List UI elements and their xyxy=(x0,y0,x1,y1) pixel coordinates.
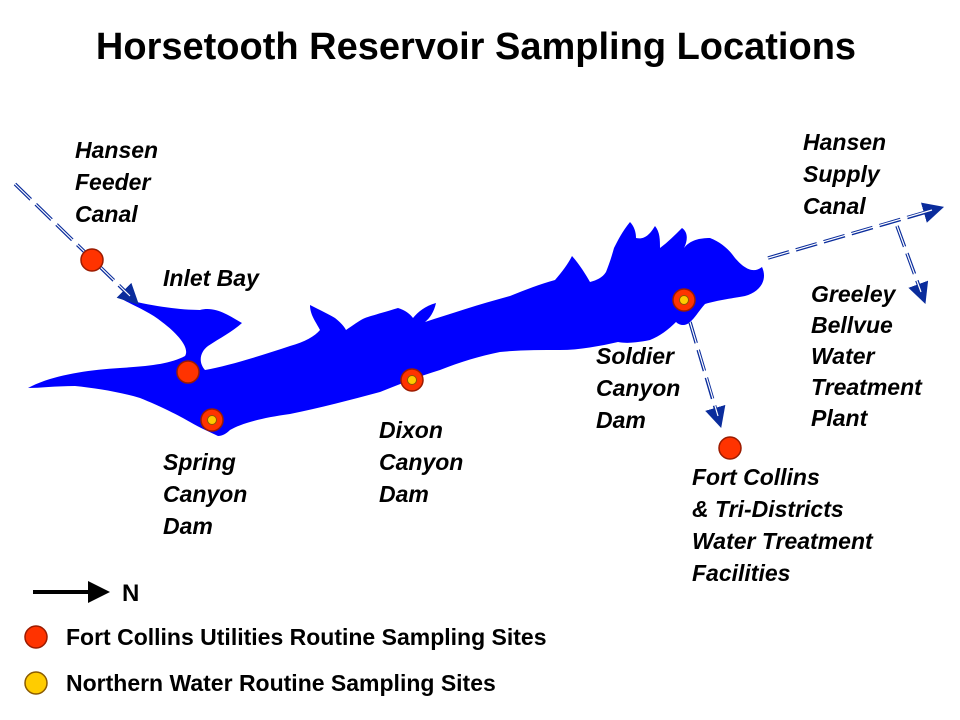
legend-fort-collins-swatch xyxy=(24,625,48,649)
reservoir-water xyxy=(28,222,765,436)
sampling-sites xyxy=(80,248,742,460)
fort-collins-facilities-label: Fort Collins & Tri-Districts Water Treat… xyxy=(692,464,879,586)
dixon-canyon-dam-label: Dixon Canyon Dam xyxy=(379,417,470,507)
legend-northern-water-swatch xyxy=(24,671,48,695)
north-label: N xyxy=(122,580,139,607)
legend: Fort Collins Utilities Routine Sampling … xyxy=(24,624,546,696)
soldier-canyon-dam-site[interactable] xyxy=(672,288,696,312)
greeley-bellvue-label: Greeley Bellvue Water Treatment Plant xyxy=(811,281,928,431)
hansen-feeder-canal-site[interactable] xyxy=(80,248,104,272)
hansen-supply-canal-label: Hansen Supply Canal xyxy=(803,129,892,219)
fort-collins-facilities-site[interactable] xyxy=(718,436,742,460)
legend-fort-collins-text: Fort Collins Utilities Routine Sampling … xyxy=(66,624,546,650)
spring-canyon-dam-label: Spring Canyon Dam xyxy=(163,449,254,539)
legend-northern-water-text: Northern Water Routine Sampling Sites xyxy=(66,670,496,696)
canal-flow-arrows xyxy=(13,182,945,429)
soldier-canyon-dam-label: Soldier Canyon Dam xyxy=(596,343,687,433)
dixon-canyon-dam-site[interactable] xyxy=(400,368,424,392)
map-title: Horsetooth Reservoir Sampling Locations xyxy=(96,26,856,68)
north-arrowhead-icon xyxy=(88,581,110,603)
spring-canyon-dam-site[interactable] xyxy=(200,408,224,432)
inlet-bay-site[interactable] xyxy=(176,360,200,384)
hansen-feeder-canal-label: Hansen Feeder Canal xyxy=(75,137,164,227)
north-arrow: N xyxy=(33,580,139,607)
inlet-bay-label: Inlet Bay xyxy=(163,265,260,291)
